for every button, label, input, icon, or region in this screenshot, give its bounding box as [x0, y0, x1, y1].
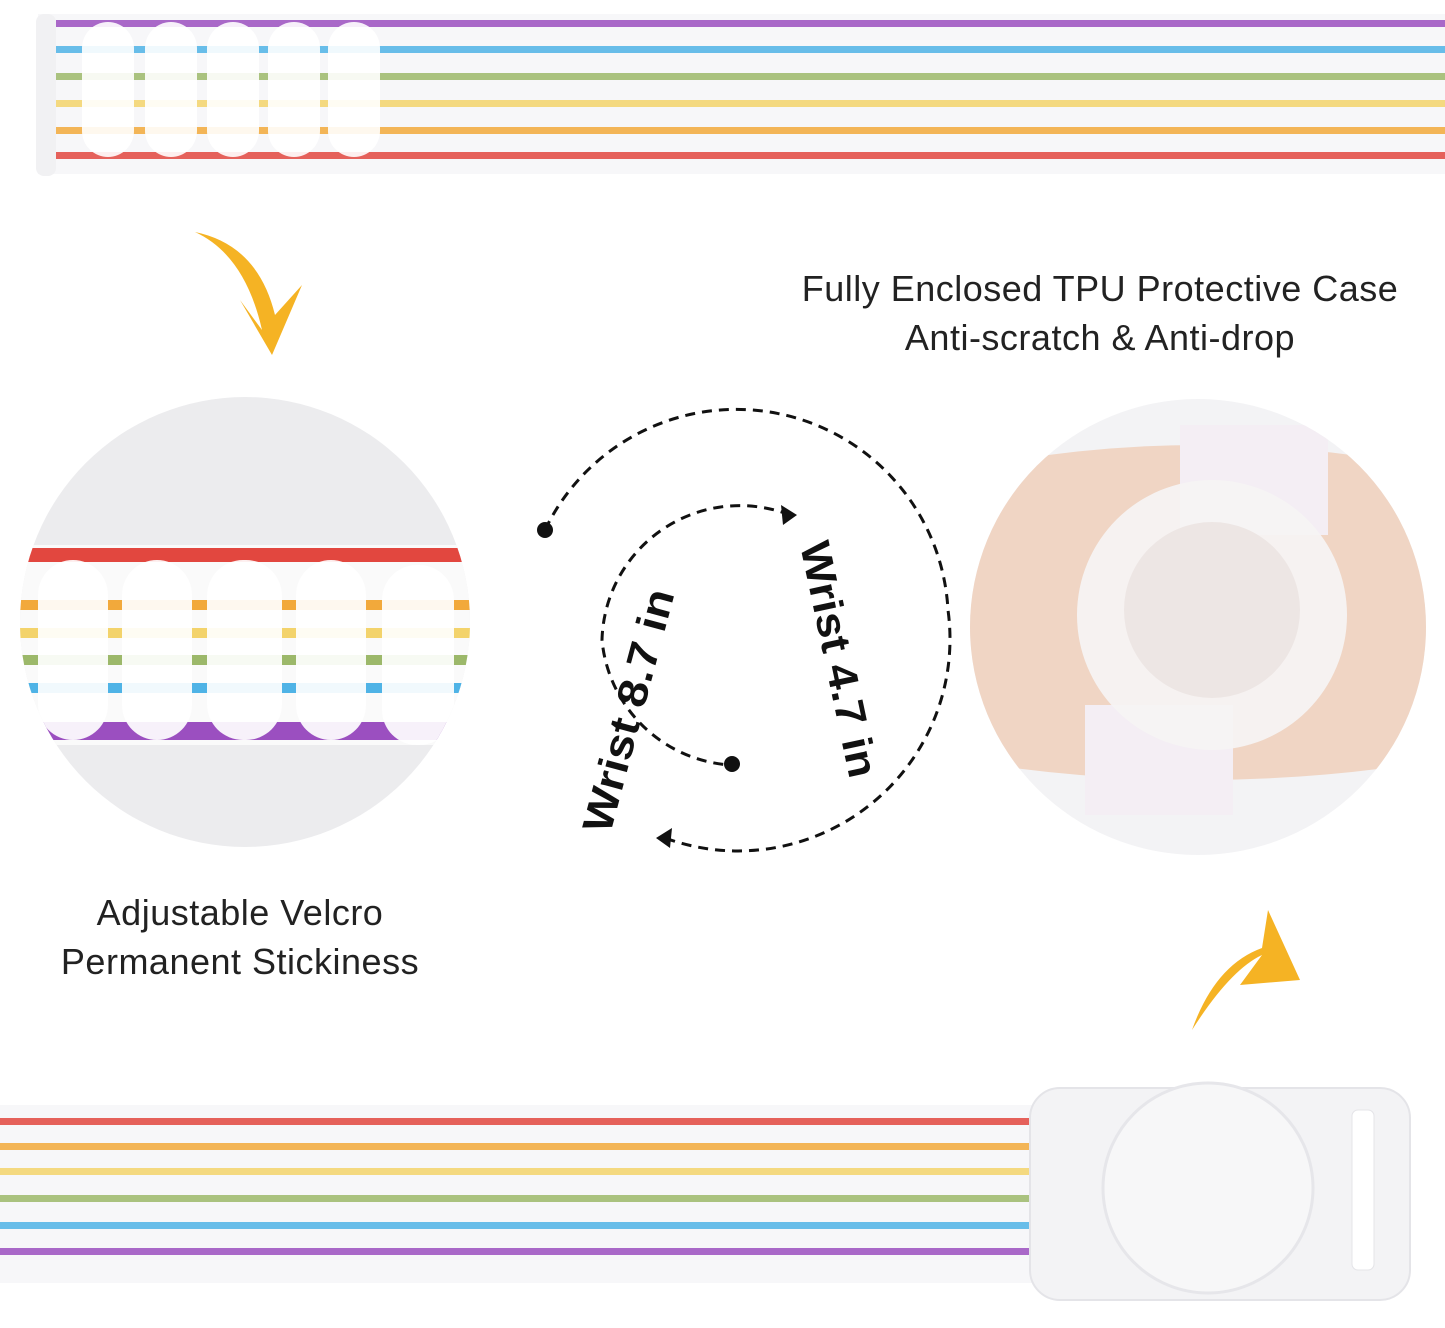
velcro-closeup — [20, 397, 470, 847]
stripe — [0, 1118, 1080, 1125]
stripe — [0, 1248, 1080, 1255]
size-diagram-markers — [537, 505, 797, 848]
bottom-strap — [0, 1081, 1411, 1301]
stripe — [56, 127, 1445, 134]
velcro-pads — [82, 22, 380, 157]
size-label-small: Wrist 4.7 in — [791, 537, 887, 782]
stripe — [0, 1143, 1080, 1150]
wrist-photo — [970, 399, 1426, 855]
arrow-down-icon — [195, 232, 302, 355]
velcro-feature-subtitle: Permanent Stickiness — [60, 941, 420, 982]
case-feature-subtitle: Anti-scratch & Anti-drop — [904, 317, 1296, 358]
velcro-feature-title: Adjustable Velcro — [96, 892, 384, 933]
size-label-large: Wrist 8.7 in — [573, 584, 683, 838]
top-strap — [36, 14, 1445, 176]
velcro-feature-caption: Adjustable Velcro Permanent Stickiness — [30, 888, 450, 986]
stripe — [56, 20, 1445, 27]
stripe — [56, 100, 1445, 107]
arrow-up-icon — [1192, 910, 1300, 1030]
case-feature-title: Fully Enclosed TPU Protective Case — [801, 268, 1399, 309]
stripe — [56, 46, 1445, 53]
stripe — [56, 73, 1445, 80]
stripe — [56, 152, 1445, 159]
case-feature-caption: Fully Enclosed TPU Protective Case Anti-… — [760, 264, 1440, 362]
stripe — [0, 1195, 1080, 1202]
size-diagram — [543, 407, 952, 853]
stripe — [0, 1168, 1080, 1175]
stripe — [0, 1222, 1080, 1229]
